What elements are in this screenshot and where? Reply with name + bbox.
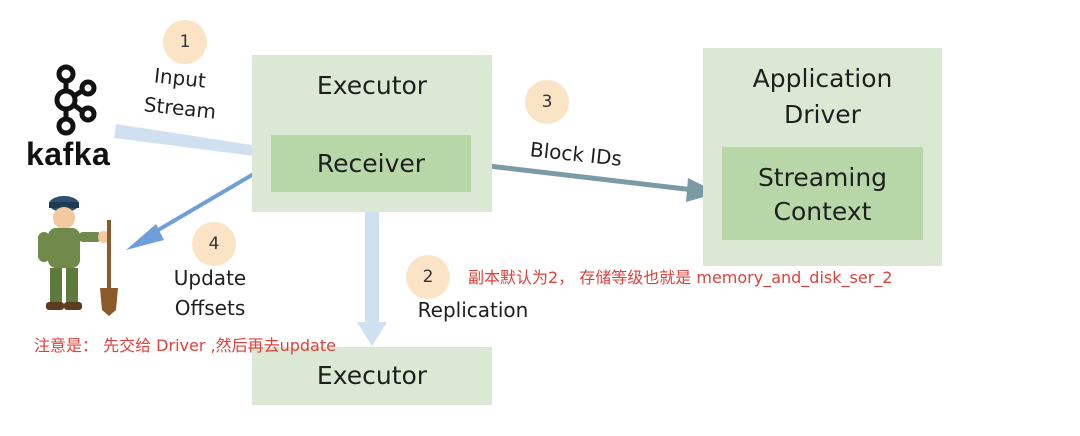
step-2-label: Replication — [417, 298, 529, 322]
kafka-label: kafka — [26, 136, 111, 172]
block-ids-arrow — [471, 161, 718, 202]
step-4-label-line2: Offsets — [174, 296, 246, 320]
executor-bottom-box: Executor — [252, 347, 492, 405]
receiver-box: Receiver — [271, 135, 471, 192]
replication-note: 副本默认为2， 存储等级也就是 memory_and_disk_ser_2 — [468, 268, 893, 287]
streaming-context-line1: Streaming — [757, 163, 888, 192]
step-4-badge: 4 — [192, 222, 236, 266]
kafka-logo: kafka — [26, 62, 126, 172]
step-3-badge: 3 — [525, 80, 569, 124]
executor-bottom-title: Executor — [316, 361, 428, 390]
application-driver-box: Application Driver Streaming Context — [703, 48, 942, 266]
receiver-label: Receiver — [316, 149, 426, 178]
input-stream-arrow — [114, 124, 274, 163]
streaming-context-line2: Context — [773, 197, 872, 226]
executor-top-title: Executor — [316, 71, 428, 100]
step-1-badge: 1 — [163, 20, 207, 64]
executor-top-box: Executor Receiver — [252, 55, 492, 212]
kafka-logo-icon — [54, 64, 97, 136]
step-2-badge: 2 — [406, 255, 450, 299]
update-note: 注意是： 先交给 Driver ,然后再去update — [34, 336, 336, 355]
worker-figure-icon — [38, 196, 118, 316]
step-4-label-line1: Update — [173, 266, 247, 290]
replication-arrow — [357, 212, 387, 346]
driver-title-line1: Application — [752, 64, 893, 93]
driver-title-line2: Driver — [784, 100, 861, 129]
streaming-context-box: Streaming Context — [722, 147, 923, 240]
